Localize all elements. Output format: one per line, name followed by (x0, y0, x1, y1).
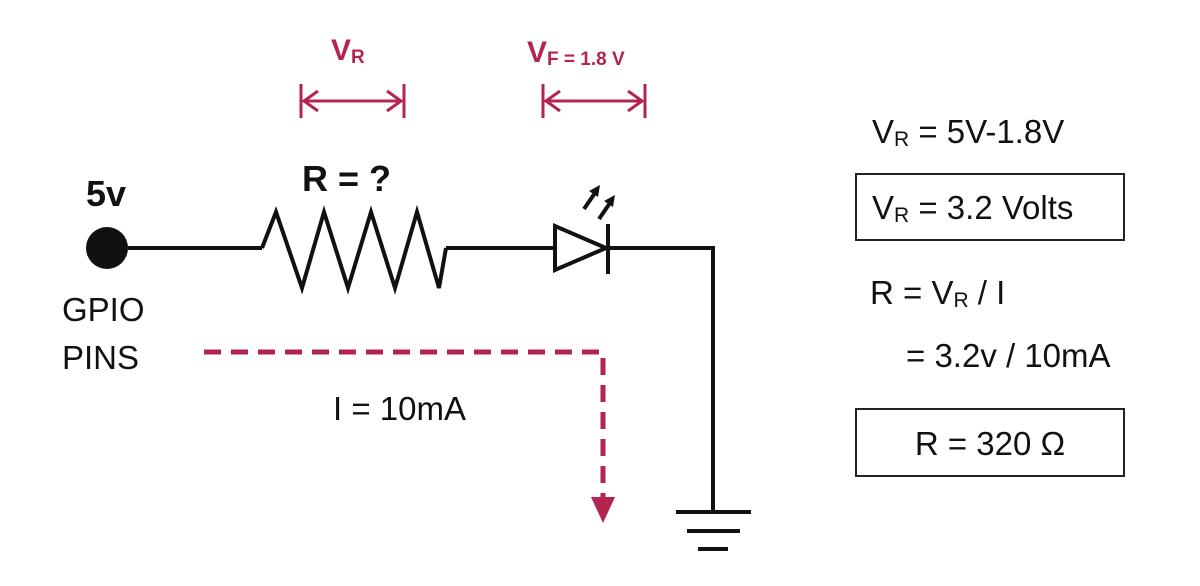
resistance-result: R = 320 Ω (915, 425, 1065, 462)
calc-line-3: R = VR / I (870, 274, 1005, 312)
gpio-label: GPIO (62, 291, 145, 328)
calc-line-2: VR = 3.2 Volts (872, 189, 1073, 227)
source-voltage-label: 5v (86, 173, 126, 214)
vr-label: VR (331, 34, 365, 68)
calc-line-1: VR = 5V-1.8V (872, 113, 1064, 151)
resistor-symbol (260, 204, 448, 295)
ground-icon (676, 510, 751, 551)
led-symbol (553, 222, 612, 274)
led-light-arrows-icon (582, 185, 615, 221)
pins-label: PINS (62, 339, 139, 376)
vf-dimension-arrow (541, 84, 647, 118)
vr-dimension-arrow (299, 84, 406, 118)
calc-line-4: = 3.2v / 10mA (906, 337, 1111, 374)
gpio-terminal (86, 227, 128, 269)
vf-label: VF = 1.8 V (527, 36, 625, 70)
resistance-result-box (855, 408, 1125, 477)
current-flow-arrow (204, 349, 615, 523)
wire-led-ground (608, 246, 715, 512)
vr-result-box (855, 173, 1125, 241)
current-label: I = 10mA (333, 390, 466, 427)
resistor-label: R = ? (302, 158, 391, 199)
